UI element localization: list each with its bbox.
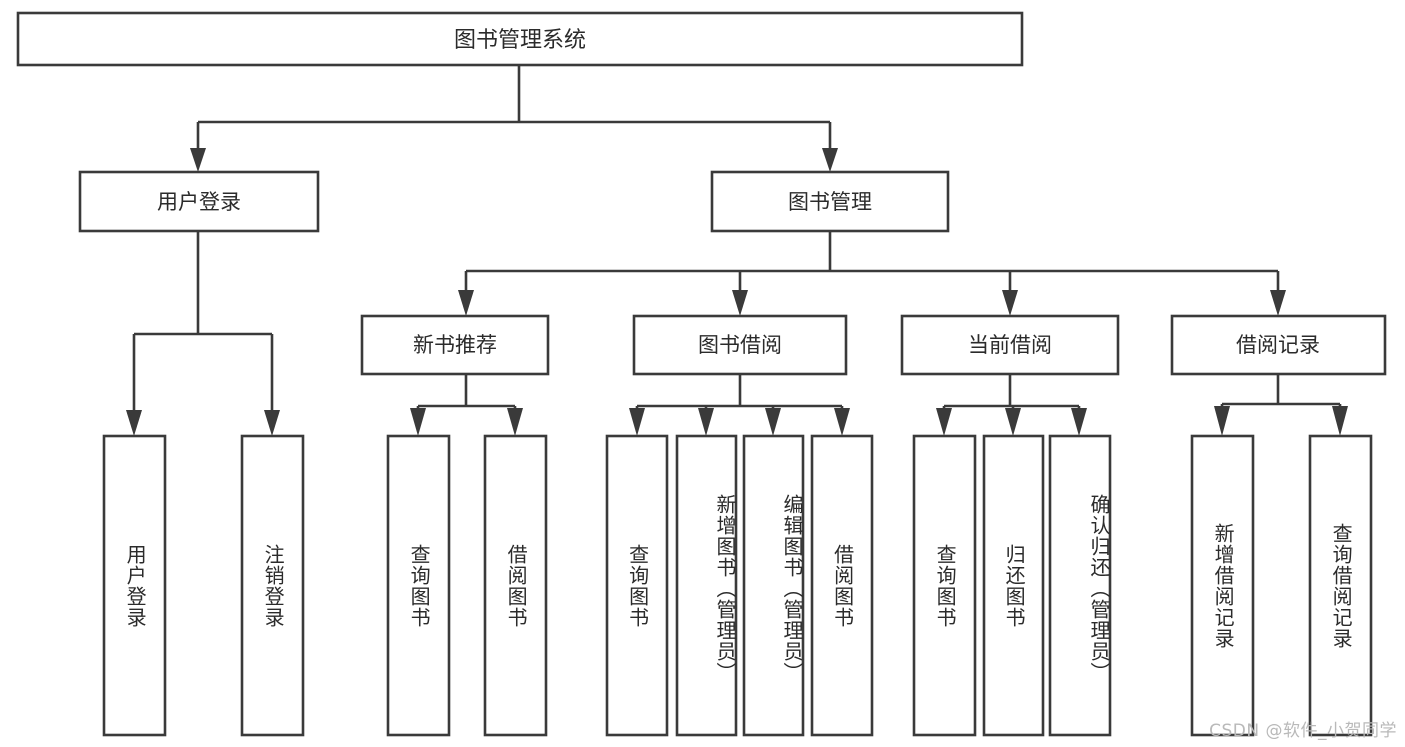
leaf-box-book-borrow-1[interactable]: [675, 434, 738, 737]
leaf-box-borrow-record-0[interactable]: [1190, 434, 1255, 737]
node-book-manage-box[interactable]: [710, 170, 950, 233]
node-root-label: 图书管理系统: [454, 28, 586, 53]
node-book-borrow-label: 图书借阅: [698, 333, 782, 357]
arrow-head-current-borrow-leaf-1: [936, 408, 952, 436]
leaf-box-new-book-1[interactable]: [483, 434, 548, 737]
node-current-borrow-label: 当前借阅: [968, 333, 1052, 357]
arrow-head-book-borrow-leaf-2: [698, 408, 714, 436]
leaf-box-book-borrow-2[interactable]: [742, 434, 805, 737]
arrow-head-new-book: [458, 290, 474, 316]
arrow-head-leaf-logout: [264, 410, 280, 436]
leaf-box-new-book-0[interactable]: [386, 434, 451, 737]
arrow-head-leaf-user-login: [126, 410, 142, 436]
leaf-box-borrow-record-1[interactable]: [1308, 434, 1373, 737]
node-current-borrow-box[interactable]: [900, 314, 1120, 376]
arrow-head-user-login: [190, 148, 206, 172]
node-new-book-box[interactable]: [360, 314, 550, 376]
leaf-box-book-borrow-0[interactable]: [605, 434, 669, 737]
node-user-login-label: 用户登录: [157, 190, 241, 214]
leaf-box-book-borrow-3[interactable]: [810, 434, 874, 737]
watermark-text: CSDN @软件_小贺同学: [1209, 721, 1397, 741]
arrow-head-current-borrow: [1002, 290, 1018, 316]
node-borrow-record-box[interactable]: [1170, 314, 1387, 376]
leaf-box-current-borrow-2[interactable]: [1048, 434, 1112, 737]
arrow-head-current-borrow-leaf-3: [1071, 408, 1087, 436]
leaf-box-current-borrow-1[interactable]: [982, 434, 1045, 737]
node-book-borrow-box[interactable]: [632, 314, 848, 376]
arrow-head-book-borrow-leaf-4: [834, 408, 850, 436]
arrow-head-new-book-leaf-2: [507, 408, 523, 436]
connector-group: [126, 65, 1348, 436]
arrow-head-book-borrow: [732, 290, 748, 316]
arrow-head-book-borrow-leaf-3: [765, 408, 781, 436]
arrow-head-book-manage: [822, 148, 838, 172]
leaf-box-current-borrow-0[interactable]: [912, 434, 977, 737]
node-book-manage-label: 图书管理: [788, 190, 872, 214]
leaf-box-user-login-0[interactable]: [102, 434, 167, 737]
arrow-head-borrow-record: [1270, 290, 1286, 316]
leaf-box-user-login-1[interactable]: [240, 434, 305, 737]
arrow-head-current-borrow-leaf-2: [1005, 408, 1021, 436]
node-new-book-label: 新书推荐: [413, 333, 497, 357]
arrow-head-book-borrow-leaf-1: [629, 408, 645, 436]
arrow-head-borrow-record-leaf-2: [1332, 406, 1348, 436]
arrow-head-new-book-leaf-1: [410, 408, 426, 436]
node-user-login-box[interactable]: [78, 170, 320, 233]
node-borrow-record-label: 借阅记录: [1236, 333, 1320, 357]
arrow-head-borrow-record-leaf-1: [1214, 406, 1230, 436]
node-root-box[interactable]: [16, 11, 1024, 67]
